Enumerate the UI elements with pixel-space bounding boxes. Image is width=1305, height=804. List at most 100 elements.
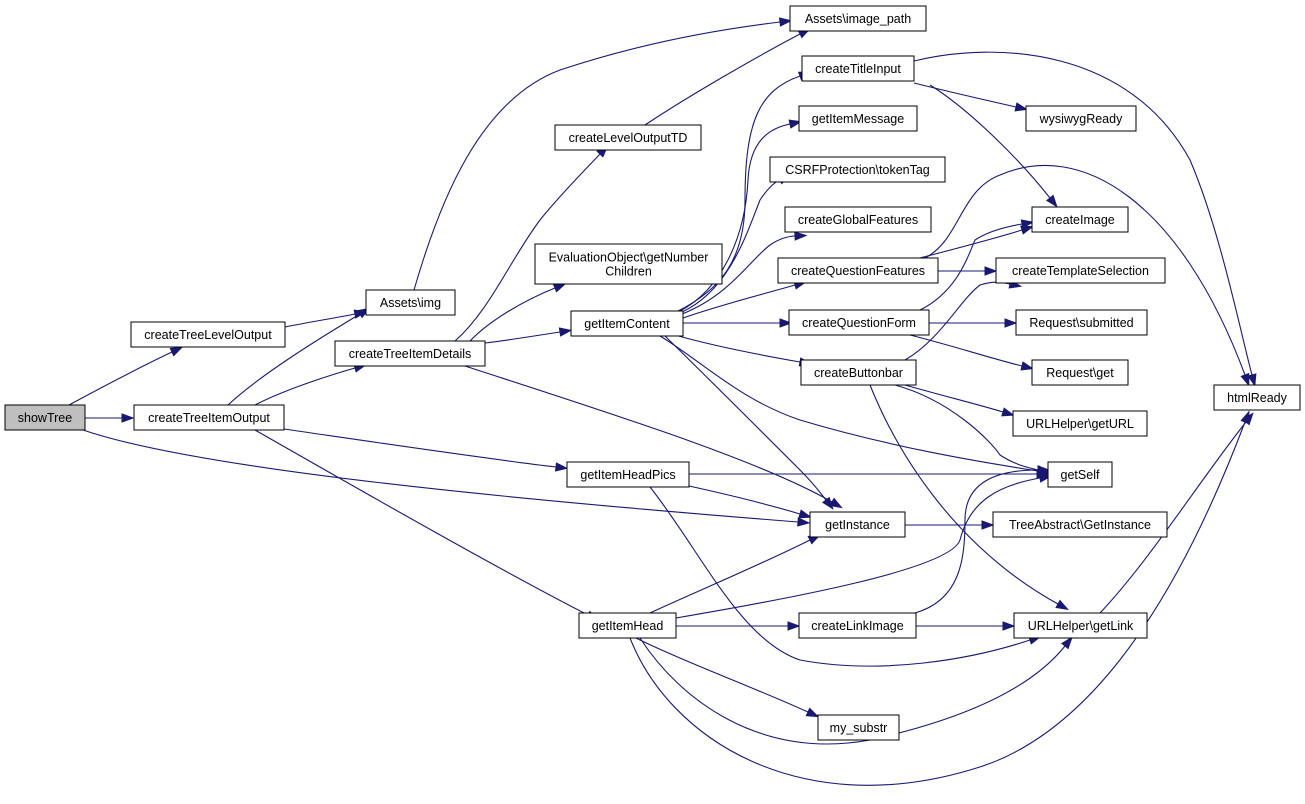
node-createQuestionFeatures[interactable]: createQuestionFeatures (777, 257, 939, 284)
edge-showTree-to-createTreeLevelOutput (68, 346, 184, 406)
node-label: getInstance (825, 518, 890, 532)
edge-line (664, 335, 827, 501)
node-box (554, 124, 702, 151)
edge-line (869, 384, 1059, 605)
arrowhead (169, 346, 184, 357)
arrowhead (805, 707, 820, 718)
node-label: CSRFProtection\tokenTag (785, 163, 930, 177)
node-label: my_substr (830, 721, 888, 735)
node-createLevelOutputTD[interactable]: createLevelOutputTD (554, 124, 702, 151)
edge-line (688, 485, 801, 515)
arrowhead (1014, 102, 1029, 112)
arrowhead (778, 17, 793, 27)
edge-line (284, 313, 356, 328)
edge-createTreeItemDetails-to-getInstance (464, 365, 843, 509)
node-box (789, 5, 927, 32)
arrowhead (779, 318, 793, 328)
node-getItemMessage[interactable]: getItemMessage (798, 105, 918, 132)
node-label: createTreeItemDetails (349, 347, 472, 361)
node-label: wysiwygReady (1039, 112, 1123, 126)
node-treeAbstractGetInstance[interactable]: TreeAbstract\GetInstance (992, 511, 1168, 538)
node-htmlReady[interactable]: htmlReady (1213, 384, 1301, 411)
node-box (1013, 612, 1148, 639)
edge-getItemHead-to-getInstance (649, 534, 822, 614)
node-label: showTree (18, 411, 72, 425)
edge-createTreeItemOutput-to-getItemHead (254, 429, 600, 621)
node-requestSubmitted[interactable]: Request\submitted (1015, 309, 1148, 336)
edge-createQuestionForm-to-createImage (919, 219, 1035, 311)
arrowhead (554, 462, 569, 472)
edge-line (629, 421, 1246, 786)
node-createTreeItemOutput[interactable]: createTreeItemOutput (133, 404, 285, 431)
edge-line (914, 469, 1039, 614)
edge-getItemContent-to-createGlobalFeatures (681, 231, 808, 315)
node-box (800, 359, 917, 386)
arrowhead (1055, 599, 1069, 611)
node-box (4, 404, 86, 431)
node-getInstance[interactable]: getInstance (809, 511, 906, 538)
node-label: Assets\img (380, 296, 441, 310)
node-csrfTokenTag[interactable]: CSRFProtection\tokenTag (769, 156, 946, 183)
node-createGlobalFeatures[interactable]: createGlobalFeatures (784, 206, 932, 233)
node-box (798, 612, 917, 639)
node-label: createQuestionForm (802, 316, 916, 330)
node-box (801, 55, 915, 82)
node-box (769, 156, 946, 183)
node-label: getItemHeadPics (580, 468, 675, 482)
node-label: createTreeItemOutput (148, 411, 270, 425)
node-box (570, 310, 684, 337)
node-getItemContent[interactable]: getItemContent (570, 310, 684, 337)
node-mySubstr[interactable]: my_substr (817, 714, 900, 741)
node-getItemHeadPics[interactable]: getItemHeadPics (566, 461, 690, 488)
node-createImage[interactable]: createImage (1031, 206, 1129, 233)
nodes: showTree createTreeLevelOutput createTreeI… (4, 5, 1301, 741)
node-createTemplateSelection[interactable]: createTemplateSelection (995, 257, 1166, 284)
node-createTreeItemDetails[interactable]: createTreeItemDetails (334, 340, 486, 367)
edge-getItemHead-to-htmlReady (629, 410, 1250, 786)
node-getItemHead[interactable]: getItemHead (578, 612, 677, 639)
node-urlHelperGetLink[interactable]: URLHelper\getLink (1013, 612, 1148, 639)
edge-line (919, 229, 1023, 259)
arrowhead (552, 283, 567, 293)
arrowhead (1004, 318, 1018, 328)
arrowhead (829, 497, 843, 509)
node-requestGet[interactable]: Request\get (1031, 359, 1129, 386)
node-box (1031, 359, 1129, 386)
node-getSelf[interactable]: getSelf (1047, 461, 1113, 488)
node-label: URLHelper\getLink (1028, 619, 1134, 633)
node-createTitleInput[interactable]: createTitleInput (801, 55, 915, 82)
edge-line (682, 284, 796, 319)
edge-line (929, 84, 1051, 199)
node-box (1012, 410, 1148, 437)
edge-urlHelperGetLink-to-htmlReady (1099, 412, 1254, 614)
edge-line (674, 334, 801, 363)
arrowhead (787, 621, 801, 631)
edge-getItemContent-to-createButtonbar (674, 334, 813, 367)
edge-createTreeLevelOutput-to-assetsImg (284, 309, 368, 328)
edge-getItemHead-to-mySubstr (635, 637, 820, 718)
edge-line (635, 637, 809, 713)
node-box (992, 511, 1168, 538)
edge-line (254, 429, 589, 616)
node-label: getItemContent (584, 317, 670, 331)
edge-line (924, 165, 1246, 376)
edge-createQuestionFeatures-to-createImage (919, 225, 1034, 259)
node-urlHelperGetURL[interactable]: URLHelper\getURL (1012, 410, 1148, 437)
node-box (784, 206, 932, 233)
node-createButtonbar[interactable]: createButtonbar (800, 359, 917, 386)
edge-createTreeItemDetails-to-evalGetNumberChildren (469, 283, 567, 342)
edge-createTitleInput-to-wysiwygReady (913, 82, 1029, 112)
node-createTreeLevelOutput[interactable]: createTreeLevelOutput (130, 321, 286, 348)
node-box (334, 340, 486, 367)
node-createQuestionForm[interactable]: createQuestionForm (788, 309, 930, 336)
node-createLinkImage[interactable]: createLinkImage (798, 612, 917, 639)
node-assetsImg[interactable]: Assets\img (365, 289, 456, 316)
node-label: createGlobalFeatures (798, 213, 918, 227)
node-showTree[interactable]: showTree (4, 404, 86, 431)
edge-line (659, 335, 1039, 472)
node-wysiwygReady[interactable]: wysiwygReady (1025, 105, 1137, 132)
edge-createTitleInput-to-createImage (929, 84, 1058, 208)
edge-line (913, 82, 1017, 108)
node-assetsImagePath[interactable]: Assets\image_path (789, 5, 927, 32)
